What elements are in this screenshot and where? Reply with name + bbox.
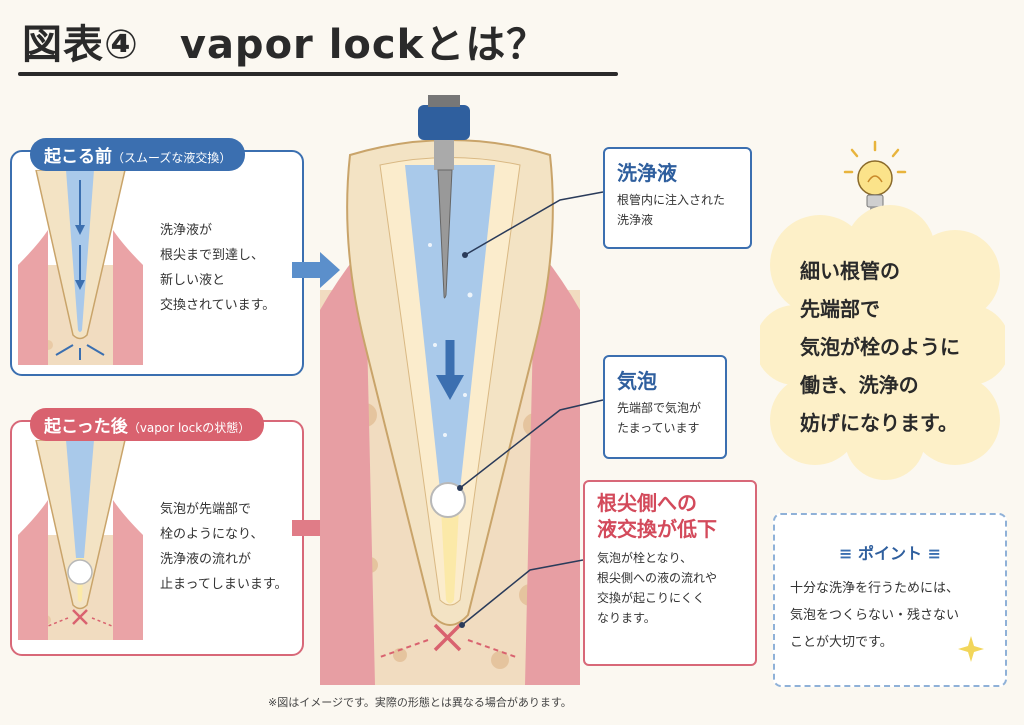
- exchange-callout: 根尖側への 液交換が低下 気泡が栓となり、 根尖側への液の流れや 交換が起こりに…: [583, 480, 757, 666]
- after-label-main: 起こった後: [44, 417, 128, 437]
- before-label-main: 起こる前: [44, 147, 112, 167]
- title-underline: [18, 72, 618, 76]
- footnote: ※図はイメージです。実際の形態とは異なる場合があります。: [268, 696, 572, 709]
- after-label-sub: （vapor lockの状態）: [127, 421, 251, 435]
- before-label: 起こる前（スムーズな液交換）: [30, 138, 246, 171]
- blue-arrow-icon: [292, 252, 340, 288]
- before-tooth-illustration: [18, 170, 143, 365]
- cloud-bubble: [760, 205, 1005, 480]
- central-tooth-illustration: [320, 95, 580, 685]
- irrigant-callout-text: 根管内に注入された 洗浄液: [617, 193, 726, 227]
- point-text: 十分な洗浄を行うためには、 気泡をつくらない・残さない ことが大切です。: [790, 581, 960, 650]
- point-deco-right: ≡: [922, 544, 941, 563]
- exchange-callout-text: 気泡が栓となり、 根尖側への液の流れや 交換が起こりにくく なります。: [597, 551, 718, 625]
- bubble-callout-title: 気泡: [617, 369, 657, 393]
- before-label-sub: （スムーズな液交換）: [112, 151, 232, 165]
- exchange-callout-title: 根尖側への 液交換が低下: [597, 491, 717, 541]
- point-box: [773, 513, 1007, 687]
- after-label: 起こった後（vapor lockの状態）: [30, 408, 265, 441]
- irrigant-callout-title: 洗浄液: [617, 161, 677, 185]
- page-title: 図表④ vapor lockとは？: [22, 22, 548, 68]
- point-deco-left: ≡: [839, 544, 858, 563]
- before-description: 洗浄液が 根尖まで到達し、 新しい液と 交換されています。: [160, 223, 276, 313]
- cloud-message: 細い根管の 先端部で 気泡が栓のように 働き、洗浄の 妨げになります。: [800, 259, 960, 435]
- bubble-callout: 気泡 先端部で気泡が たまっています: [603, 355, 727, 459]
- after-tooth-illustration: [18, 440, 143, 640]
- after-description: 気泡が先端部で 栓のようになり、 洗浄液の流れが 止まってしまいます。: [160, 502, 288, 592]
- sparkle-icon: [958, 636, 984, 662]
- point-title-text: ポイント: [857, 544, 922, 563]
- bubble-callout-text: 先端部で気泡が たまっています: [617, 401, 702, 435]
- point-title: ≡ ポイント ≡: [773, 540, 1007, 564]
- irrigant-callout: 洗浄液 根管内に注入された 洗浄液: [603, 147, 752, 249]
